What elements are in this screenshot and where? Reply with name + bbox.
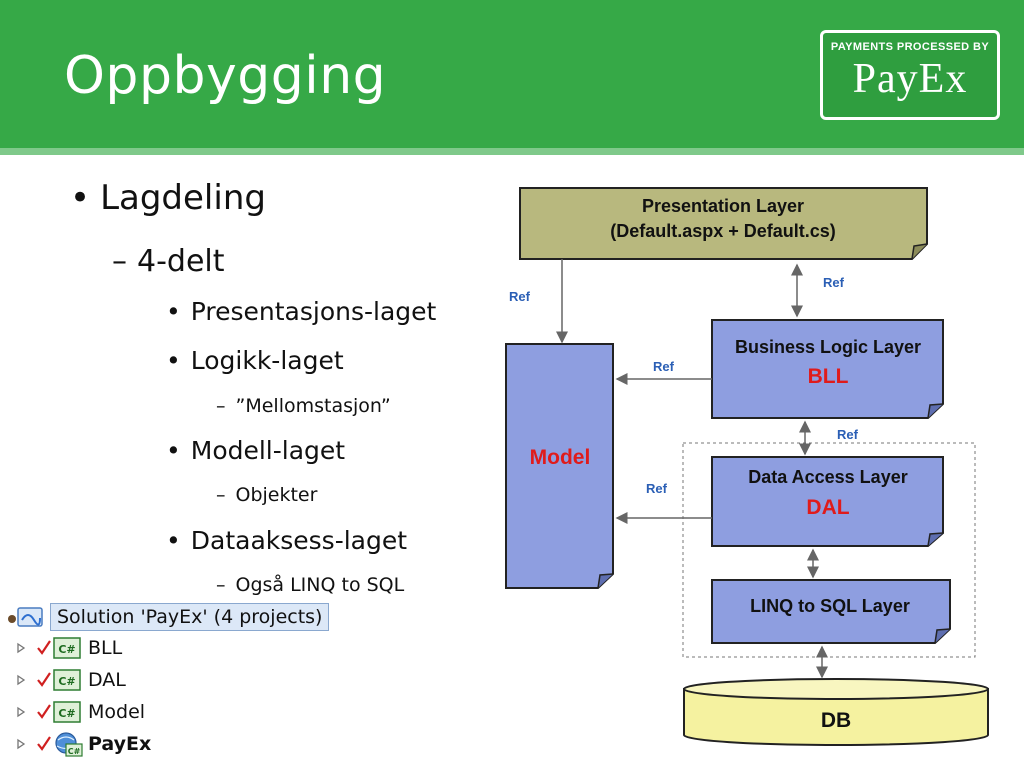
bullet-level4: –Objekter: [216, 484, 317, 506]
bullet-dot: •: [166, 436, 181, 465]
payex-logo: PAYMENTS PROCESSED BY PayEx: [820, 30, 1000, 120]
csharp-project-icon: C#: [17, 669, 81, 691]
svg-text:C#: C#: [58, 643, 75, 656]
bll-layer-title: Business Logic Layer: [735, 337, 921, 357]
project-name: PayEx: [88, 733, 152, 755]
project-row[interactable]: C# BLL: [0, 634, 300, 662]
bullet-text: Lagdeling: [100, 178, 266, 218]
header-stripe: [0, 148, 1024, 155]
model-layer-title: Model: [530, 446, 591, 469]
dal-layer-title: Data Access Layer: [748, 467, 907, 487]
model-layer-box: Model: [505, 343, 614, 589]
svg-text:C#: C#: [68, 747, 81, 756]
dash-marker: –: [112, 244, 127, 279]
dash-marker: –: [216, 574, 226, 596]
ref-label: Ref: [823, 275, 845, 290]
project-name: BLL: [88, 637, 123, 659]
bullet-level4: –Også LINQ to SQL: [216, 574, 404, 596]
solution-root-label: Solution 'PayEx' (4 projects): [50, 603, 330, 631]
bullet-level1: •Lagdeling: [70, 178, 266, 218]
bullet-text: Også LINQ to SQL: [235, 574, 405, 596]
bullet-dot: •: [166, 526, 181, 555]
solution-explorer: Solution 'PayEx' (4 projects) C# BLL C# …: [0, 598, 330, 768]
linq-layer-title: LINQ to SQL Layer: [750, 596, 910, 616]
svg-text:C#: C#: [58, 675, 75, 688]
bll-layer-box: Business Logic Layer BLL: [711, 319, 944, 419]
bullet-text: Logikk-laget: [190, 346, 344, 375]
presentation-layer-subtitle: (Default.aspx + Default.cs): [610, 221, 836, 241]
ref-label: Ref: [653, 359, 675, 374]
bullet-level3: • Presentasjons-laget: [166, 297, 436, 326]
bullet-level3: • Modell-laget: [166, 436, 345, 465]
slide-title: Oppbygging: [64, 46, 387, 106]
bullet-text: Presentasjons-laget: [190, 297, 437, 326]
bullet-text: 4-delt: [137, 244, 225, 279]
dal-layer-abbr: DAL: [806, 496, 849, 519]
ref-label: Ref: [509, 289, 531, 304]
bullet-text: ”Mellomstasjon”: [235, 395, 391, 417]
logo-name: PayEx: [852, 56, 968, 102]
dash-marker: –: [216, 395, 226, 417]
dal-linq-group-box: [682, 442, 976, 658]
db-cylinder: DB: [683, 678, 989, 746]
csharp-project-icon: C#: [17, 701, 81, 723]
web-project-icon: C#: [17, 732, 83, 757]
bullet-level4: –”Mellomstasjon”: [216, 395, 391, 417]
bullet-text: Dataaksess-laget: [190, 526, 408, 555]
bullet-level2: –4-delt: [112, 244, 225, 279]
bullet-dot: •: [70, 178, 91, 218]
ref-label: Ref: [646, 481, 668, 496]
project-name: DAL: [88, 669, 126, 691]
project-name: Model: [88, 701, 146, 723]
csharp-project-icon: C#: [17, 637, 81, 659]
bullet-level3: • Logikk-laget: [166, 346, 344, 375]
bll-layer-abbr: BLL: [808, 365, 849, 388]
bullet-dot: •: [166, 346, 181, 375]
project-row[interactable]: C# Model: [0, 698, 300, 726]
dash-marker: –: [216, 484, 226, 506]
project-row[interactable]: C# PayEx: [0, 730, 300, 758]
ref-label: Ref: [837, 427, 859, 442]
project-row[interactable]: C# DAL: [0, 666, 300, 694]
bullet-dot: •: [166, 297, 181, 326]
svg-text:C#: C#: [58, 707, 75, 720]
logo-tagline: PAYMENTS PROCESSED BY: [830, 41, 990, 53]
bullet-text: Objekter: [235, 484, 318, 506]
linq-layer-box: LINQ to SQL Layer: [711, 579, 951, 644]
bullet-level3: • Dataaksess-laget: [166, 526, 407, 555]
architecture-diagram: Presentation Layer (Default.aspx + Defau…: [505, 187, 989, 746]
bullet-text: Modell-laget: [190, 436, 346, 465]
presentation-layer-title: Presentation Layer: [642, 196, 804, 216]
solution-icon: [8, 607, 43, 627]
db-title: DB: [821, 709, 851, 732]
presentation-layer-box: Presentation Layer (Default.aspx + Defau…: [519, 187, 928, 260]
solution-root[interactable]: Solution 'PayEx' (4 projects): [4, 602, 330, 631]
dal-layer-box: Data Access Layer DAL: [711, 456, 944, 547]
